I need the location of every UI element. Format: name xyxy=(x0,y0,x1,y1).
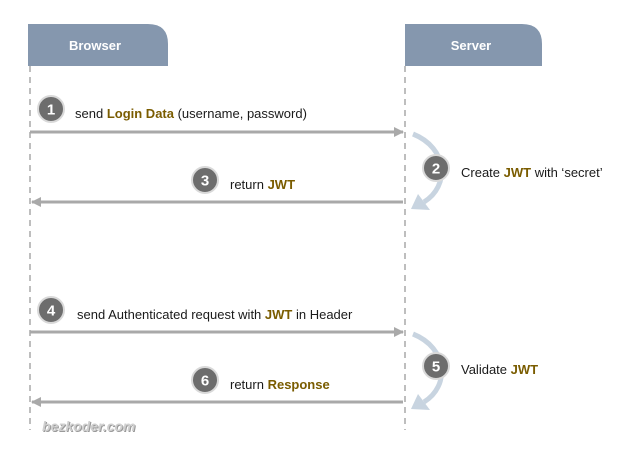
svg-text:5: 5 xyxy=(432,359,440,376)
svg-text:2: 2 xyxy=(432,161,440,178)
browser-header xyxy=(28,24,168,66)
step-1-label: send Login Data (username, password) xyxy=(75,106,307,121)
svg-text:1: 1 xyxy=(47,102,55,119)
server-header xyxy=(405,24,542,66)
svg-text:6: 6 xyxy=(201,373,209,390)
server-label: Server xyxy=(451,38,491,53)
step-5-label: Validate JWT xyxy=(461,362,539,377)
step-3-label: return JWT xyxy=(230,177,296,192)
svg-text:4: 4 xyxy=(47,303,56,320)
step-4-label: send Authenticated request with JWT in H… xyxy=(77,307,353,322)
watermark: bezkoder.com xyxy=(42,418,136,434)
step-3-badge: 3 xyxy=(191,166,219,194)
step-4-badge: 4 xyxy=(37,296,65,324)
step-1-badge: 1 xyxy=(37,95,65,123)
svg-text:3: 3 xyxy=(201,173,209,190)
step-2-label: Create JWT with ‘secret’ xyxy=(461,165,603,180)
step-2-badge: 2 xyxy=(422,154,450,182)
step-6-badge: 6 xyxy=(191,366,219,394)
step-5-badge: 5 xyxy=(422,352,450,380)
step-6-label: return Response xyxy=(230,377,330,392)
browser-label: Browser xyxy=(69,38,121,53)
